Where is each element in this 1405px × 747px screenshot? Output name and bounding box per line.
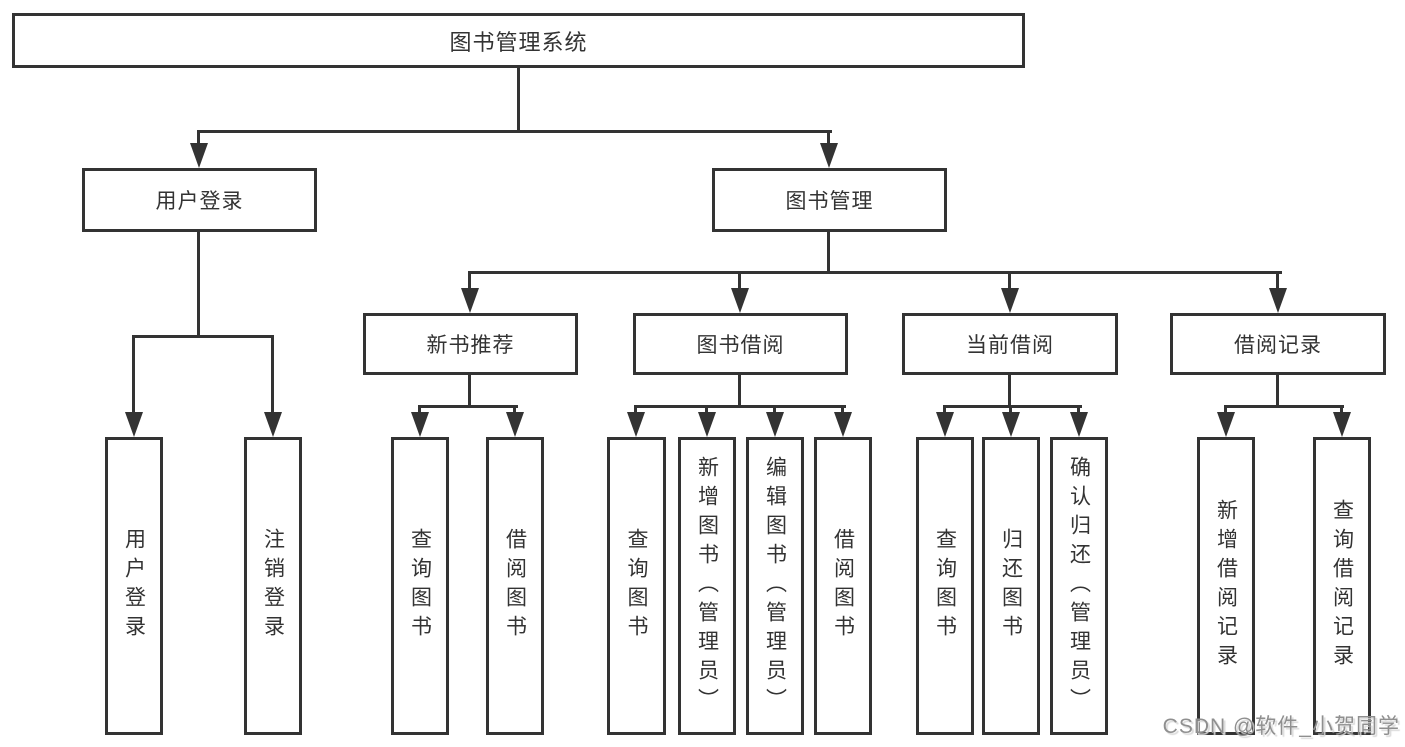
arrowhead-icon bbox=[190, 143, 208, 168]
arrowhead-icon bbox=[1002, 412, 1020, 437]
arrowhead-icon bbox=[125, 412, 143, 437]
connector-line bbox=[827, 232, 830, 274]
connector-line bbox=[773, 405, 776, 415]
arrowhead-icon bbox=[1333, 412, 1351, 437]
connector-line bbox=[468, 271, 1282, 274]
connector-line bbox=[517, 68, 520, 133]
node-new-book-recommend: 新书推荐 bbox=[363, 313, 578, 375]
arrowhead-icon bbox=[461, 288, 479, 313]
arrowhead-icon bbox=[1217, 412, 1235, 437]
arrowhead-icon bbox=[936, 412, 954, 437]
arrowhead-icon bbox=[820, 143, 838, 168]
connector-line bbox=[705, 405, 708, 415]
arrowhead-icon bbox=[1070, 412, 1088, 437]
node-book-borrowing: 图书借阅 bbox=[633, 313, 848, 375]
connector-line bbox=[738, 271, 741, 291]
connector-line bbox=[197, 130, 832, 133]
arrowhead-icon bbox=[506, 412, 524, 437]
connector-line bbox=[1008, 375, 1011, 407]
node-current-borrowing: 当前借阅 bbox=[902, 313, 1118, 375]
arrowhead-icon bbox=[264, 412, 282, 437]
connector-line bbox=[468, 271, 471, 291]
connector-line bbox=[132, 335, 135, 417]
arrowhead-icon bbox=[1001, 288, 1019, 313]
connector-line bbox=[1276, 375, 1279, 407]
leaf-query-books-borrowing: 查询图书 bbox=[607, 437, 666, 735]
connector-line bbox=[634, 405, 846, 408]
leaf-add-borrow-record: 新增借阅记录 bbox=[1197, 437, 1255, 735]
connector-line bbox=[271, 335, 274, 417]
connector-line bbox=[468, 375, 471, 407]
connector-line bbox=[197, 232, 200, 337]
connector-line bbox=[513, 405, 516, 415]
leaf-confirm-return-admin: 确认归还（管理员） bbox=[1050, 437, 1108, 735]
connector-line bbox=[1340, 405, 1343, 415]
arrowhead-icon bbox=[834, 412, 852, 437]
arrowhead-icon bbox=[698, 412, 716, 437]
connector-line bbox=[943, 405, 1082, 408]
connector-line bbox=[418, 405, 518, 408]
connector-line bbox=[1276, 271, 1279, 291]
connector-line bbox=[1009, 405, 1012, 415]
arrowhead-icon bbox=[627, 412, 645, 437]
connector-line bbox=[1077, 405, 1080, 415]
connector-line bbox=[1224, 405, 1227, 415]
leaf-user-login: 用户登录 bbox=[105, 437, 163, 735]
leaf-add-books-admin: 新增图书（管理员） bbox=[678, 437, 736, 735]
arrowhead-icon bbox=[1269, 288, 1287, 313]
arrowhead-icon bbox=[766, 412, 784, 437]
connector-line bbox=[634, 405, 637, 415]
arrowhead-icon bbox=[731, 288, 749, 313]
leaf-query-borrow-record: 查询借阅记录 bbox=[1313, 437, 1371, 735]
connector-line bbox=[132, 335, 274, 338]
connector-line bbox=[738, 375, 741, 407]
leaf-return-books: 归还图书 bbox=[982, 437, 1040, 735]
node-book-management: 图书管理 bbox=[712, 168, 947, 232]
connector-line bbox=[1224, 405, 1344, 408]
connector-line bbox=[943, 405, 946, 415]
node-root: 图书管理系统 bbox=[12, 13, 1025, 68]
connector-line bbox=[197, 130, 200, 148]
node-user-login: 用户登录 bbox=[82, 168, 317, 232]
leaf-query-books-recommend: 查询图书 bbox=[391, 437, 449, 735]
node-borrowing-records: 借阅记录 bbox=[1170, 313, 1386, 375]
leaf-logout: 注销登录 bbox=[244, 437, 302, 735]
connector-line bbox=[418, 405, 421, 415]
watermark: CSDN @软件_小贺同学 bbox=[1162, 715, 1400, 738]
leaf-borrow-books: 借阅图书 bbox=[814, 437, 872, 735]
connector-line bbox=[841, 405, 844, 415]
connector-line bbox=[1008, 271, 1011, 291]
arrowhead-icon bbox=[411, 412, 429, 437]
leaf-query-books-current: 查询图书 bbox=[916, 437, 974, 735]
connector-line bbox=[827, 130, 830, 148]
leaf-borrow-books-recommend: 借阅图书 bbox=[486, 437, 544, 735]
leaf-edit-books-admin: 编辑图书（管理员） bbox=[746, 437, 804, 735]
